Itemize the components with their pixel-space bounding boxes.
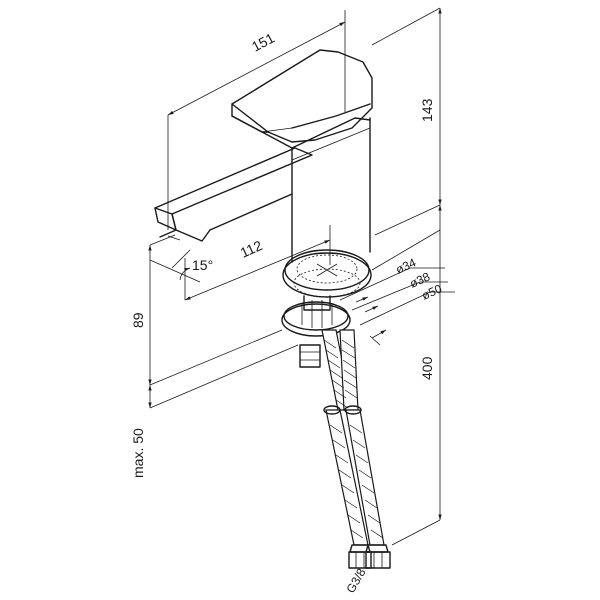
faucet-body <box>154 49 373 263</box>
lever-handle <box>231 49 373 149</box>
dim-hole-diameter: ø34 <box>394 255 419 276</box>
dimension-lines <box>148 7 455 546</box>
dim-overall-height: 143 <box>419 98 435 122</box>
dim-thread-size: G3/8 <box>343 566 368 596</box>
hose-fitting-nuts <box>348 544 391 569</box>
mounting-flange-top <box>282 249 372 298</box>
dim-spout-angle: 15° <box>192 257 213 273</box>
dim-max-deck-thickness: max. 50 <box>130 428 146 478</box>
mounting-flange-bottom <box>281 295 351 337</box>
dim-overall-length: 151 <box>249 29 277 54</box>
braided-hoses <box>299 329 391 569</box>
dim-hose-length: 400 <box>419 356 435 380</box>
dim-spout-height: 89 <box>130 312 146 328</box>
dim-spout-reach: 112 <box>238 237 265 261</box>
